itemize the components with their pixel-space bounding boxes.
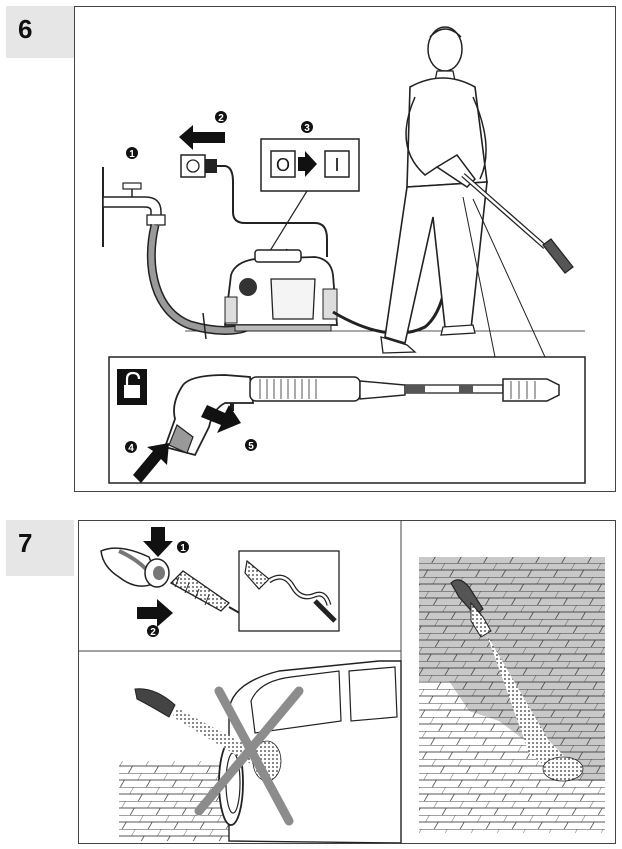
svg-text:2: 2: [218, 113, 224, 124]
arrow-icon: [137, 599, 173, 627]
nozzle-attach-illustration: 1 2: [100, 527, 340, 638]
callout-3: 3: [301, 121, 313, 134]
callout-4: 4: [125, 441, 137, 454]
svg-text:3: 3: [304, 123, 310, 134]
car-warning-illustration: [119, 660, 402, 843]
callout-step7-1: 1: [177, 541, 189, 554]
callout-2: 2: [215, 111, 227, 124]
pressure-washer-unit: [223, 249, 338, 332]
on-switch-box: [324, 150, 350, 178]
callout-1: 1: [126, 147, 138, 160]
step-6-panel: 1 2 3 O I: [74, 6, 616, 492]
step-7-illustration: 1 2: [79, 521, 605, 843]
spray-gun-held: [435, 154, 574, 274]
callout-step7-2: 2: [147, 625, 159, 638]
step-number: 7: [18, 528, 33, 558]
prohibited-cross-icon: [214, 686, 294, 826]
arrow-icon: [201, 405, 241, 433]
step-6-illustration: 1 2 3 O I: [102, 26, 586, 484]
off-symbol: O: [276, 155, 290, 175]
power-cable: [217, 165, 328, 257]
pavement-cleaning-illustration: [419, 557, 605, 833]
step-number-tab-7: 7: [6, 520, 74, 576]
arrow-icon: [143, 527, 173, 557]
callout-5: 5: [245, 439, 257, 452]
switch-inset: O I: [259, 138, 360, 268]
step-number-tab-6: 6: [6, 6, 74, 58]
unlock-padlock-icon: [117, 369, 147, 405]
arrow-icon: [298, 151, 317, 177]
faucet-icon: [102, 167, 166, 247]
on-symbol: I: [334, 155, 339, 175]
off-switch-box: [270, 150, 296, 178]
svg-text:1: 1: [129, 149, 135, 160]
arrow-icon: [133, 443, 169, 483]
svg-text:1: 1: [180, 543, 186, 554]
svg-text:2: 2: [150, 627, 156, 638]
step-number: 6: [18, 14, 33, 44]
arrow-icon: [179, 125, 225, 150]
operator-figure: [380, 26, 488, 354]
nozzle-detail-inset: [238, 550, 340, 632]
svg-text:5: 5: [248, 441, 254, 452]
step-7-panel: 1 2: [78, 520, 616, 844]
svg-text:4: 4: [128, 443, 134, 454]
power-plug-icon: [180, 154, 217, 178]
